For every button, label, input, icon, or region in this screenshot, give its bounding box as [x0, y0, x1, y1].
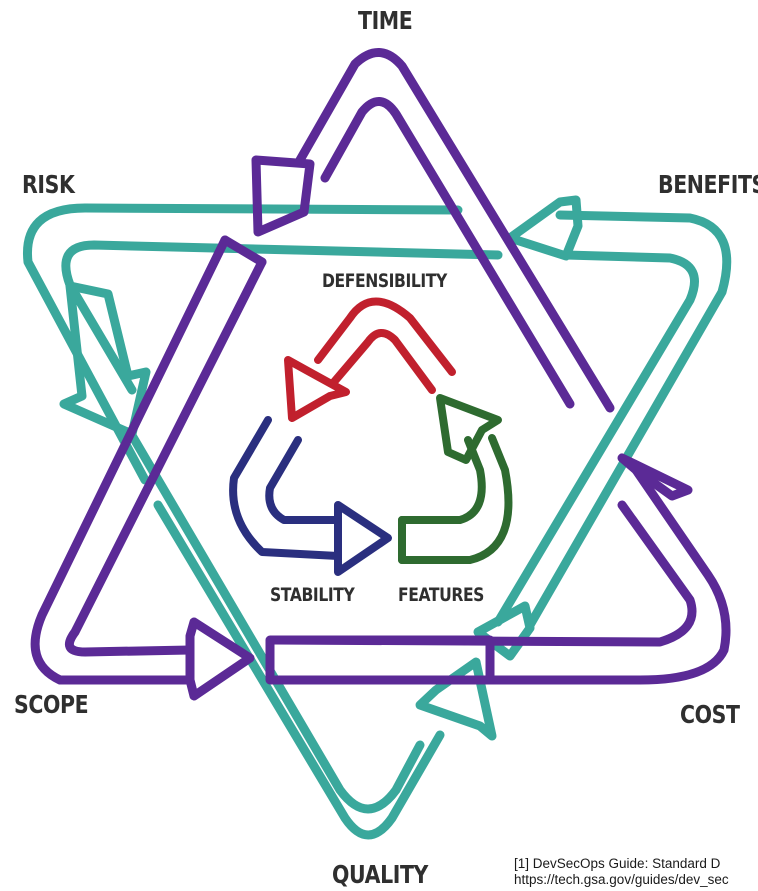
footnote-line-2: https://tech.gsa.gov/guides/dev_sec: [514, 872, 758, 888]
label-risk: RISK: [22, 170, 74, 199]
label-benefits: BENEFITS: [658, 170, 758, 199]
label-cost: COST: [680, 700, 740, 729]
features-arrow: [402, 398, 508, 560]
label-scope: SCOPE: [14, 690, 88, 719]
arrow-head-time-risk: [256, 160, 310, 232]
footnote-line-1: [1] DevSecOps Guide: Standard D: [514, 856, 758, 872]
label-features: FEATURES: [398, 584, 484, 606]
defensibility-arrow: [288, 302, 452, 419]
arrow-head-scope-quality: [190, 622, 250, 696]
label-defensibility: DEFENSIBILITY: [322, 270, 447, 292]
footnote: [1] DevSecOps Guide: Standard D https://…: [514, 856, 758, 888]
stability-arrow: [233, 420, 388, 572]
arrow-head-benefits-risk: [510, 200, 578, 256]
label-quality: QUALITY: [332, 860, 428, 889]
label-time: TIME: [358, 6, 412, 35]
arrow-head-quality-benefits: [420, 662, 492, 736]
label-stability: STABILITY: [270, 584, 354, 606]
